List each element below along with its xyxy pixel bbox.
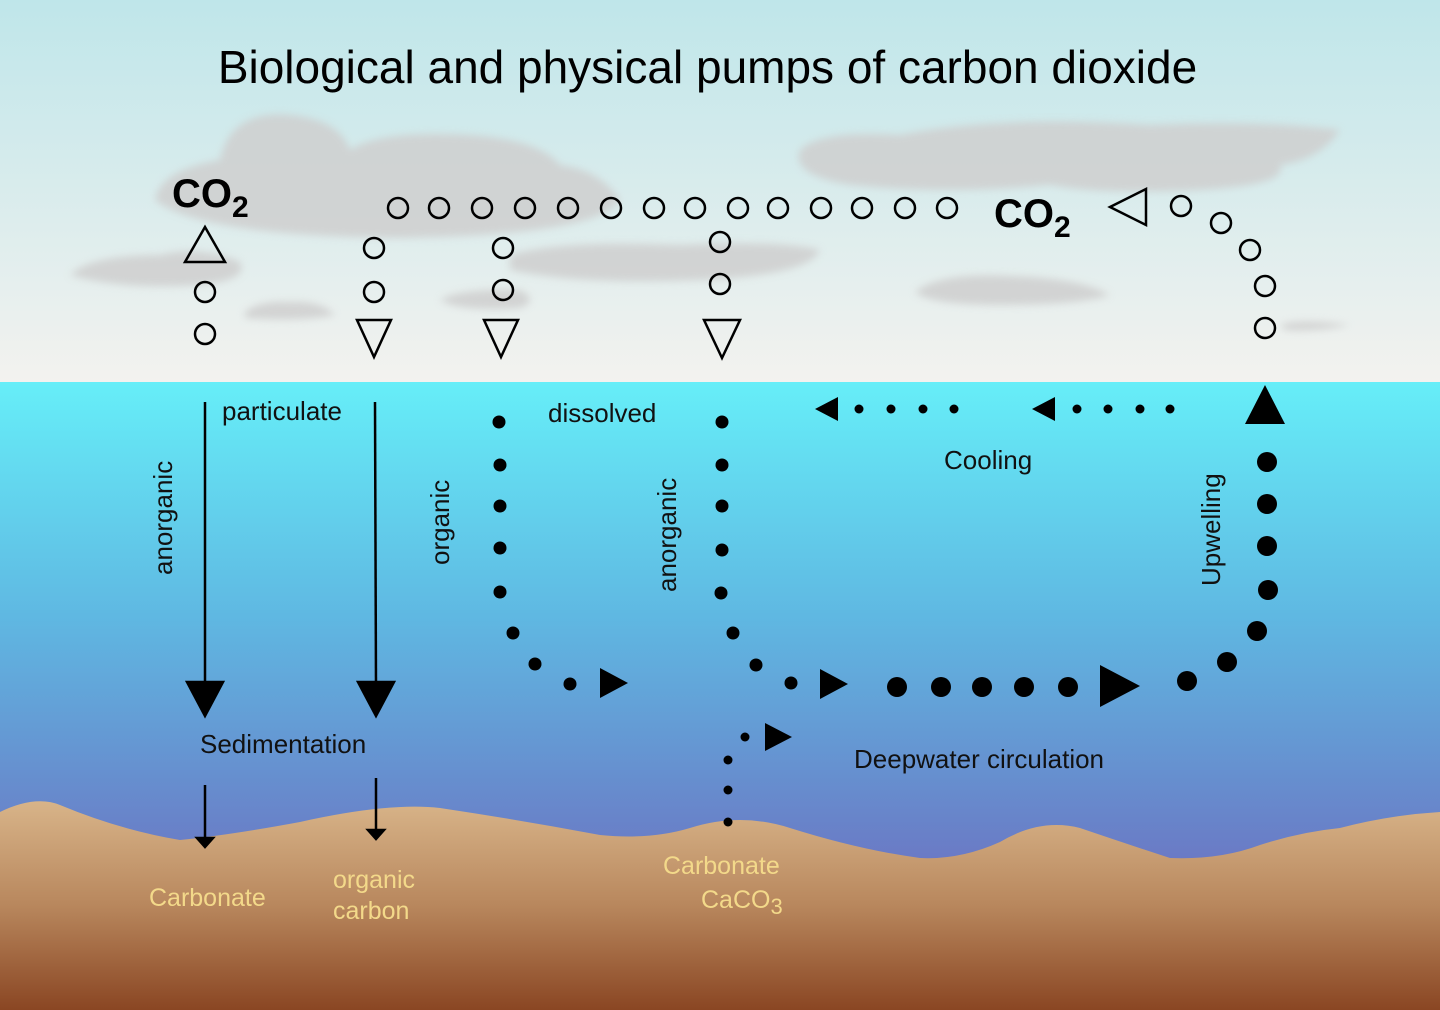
clouds: [70, 114, 1350, 331]
triangle-left-icon: [1107, 186, 1148, 228]
dissolved-organic-flow: [492, 415, 628, 698]
outgassing-right: [1107, 186, 1277, 340]
caco3-formula: CaCO3: [701, 886, 783, 919]
arrow-left-icon: [815, 397, 838, 421]
triangle-up-icon: [182, 224, 228, 264]
carbonate-caco3-label: Carbonate: [663, 852, 780, 880]
co2-label-right: CO2: [994, 192, 1071, 244]
arrow-right-icon: [600, 668, 628, 698]
deepwater-flow: [887, 385, 1285, 707]
dissolved-anorganic-flow: [714, 415, 848, 699]
arrow-right-icon: [820, 669, 848, 699]
arrow-up-icon: [1245, 385, 1285, 424]
organic-carbon-label-line1: organic: [333, 866, 415, 894]
carbonate-sediment-flow: [723, 723, 792, 827]
seafloor: [0, 801, 1440, 1010]
particulate-arrows: [184, 401, 397, 849]
upwelling-label: Upwelling: [1196, 473, 1226, 586]
arrow-down-icon: [184, 680, 226, 719]
dissolved-label: dissolved: [548, 398, 657, 428]
arrow-down-icon: [355, 680, 397, 719]
cooling-label: Cooling: [944, 445, 1033, 475]
page-title: Biological and physical pumps of carbon …: [217, 41, 1198, 93]
uptake-paths: [355, 230, 742, 361]
arrow-left-icon: [1032, 397, 1055, 421]
particulate-label: particulate: [222, 396, 342, 426]
triangle-down-icon: [482, 318, 520, 360]
anorganic-dissolved-label: anorganic: [652, 477, 682, 592]
co2-label-left: CO2: [172, 172, 249, 224]
triangle-down-icon: [355, 318, 393, 360]
outgassing-left: [182, 224, 228, 346]
atmosphere-flow: [386, 196, 959, 220]
organic-dissolved-label: organic: [425, 479, 455, 565]
organic-carbon-label-line2: carbon: [333, 897, 410, 925]
deepwater-circulation-label: Deepwater circulation: [854, 744, 1105, 774]
carbonate-label: Carbonate: [149, 884, 266, 912]
arrow-right-icon: [1100, 665, 1140, 707]
anorganic-particulate-label: anorganic: [148, 460, 178, 575]
cooling-flow: [815, 397, 1175, 421]
sedimentation-label: Sedimentation: [200, 729, 367, 759]
triangle-down-icon: [702, 318, 742, 361]
arrow-right-icon: [765, 723, 792, 751]
